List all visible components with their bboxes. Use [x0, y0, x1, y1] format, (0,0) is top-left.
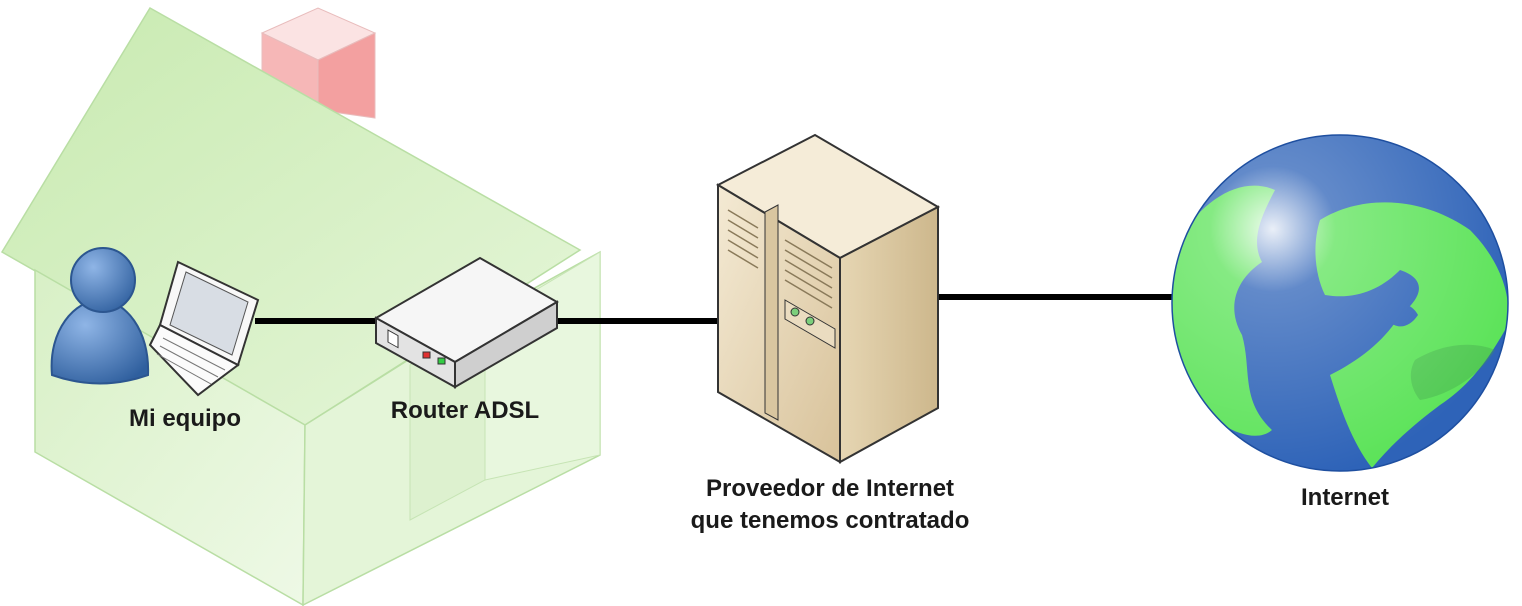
internet-label: Internet	[1300, 484, 1389, 511]
laptop-icon	[148, 260, 260, 397]
isp-label-line1: Proveedor de Internet	[705, 475, 955, 502]
server-icon	[715, 133, 941, 464]
connections	[255, 294, 1178, 324]
user-icon	[50, 247, 150, 385]
globe-icon	[1171, 134, 1509, 472]
isp-label-line2: que tenemos contratado	[690, 507, 970, 534]
isp-label: Proveedor de Internet que tenemos contra…	[640, 473, 1020, 537]
router-label: Router ADSL	[390, 397, 540, 424]
router-icon	[373, 256, 559, 389]
computer-label: Mi equipo	[129, 405, 241, 432]
